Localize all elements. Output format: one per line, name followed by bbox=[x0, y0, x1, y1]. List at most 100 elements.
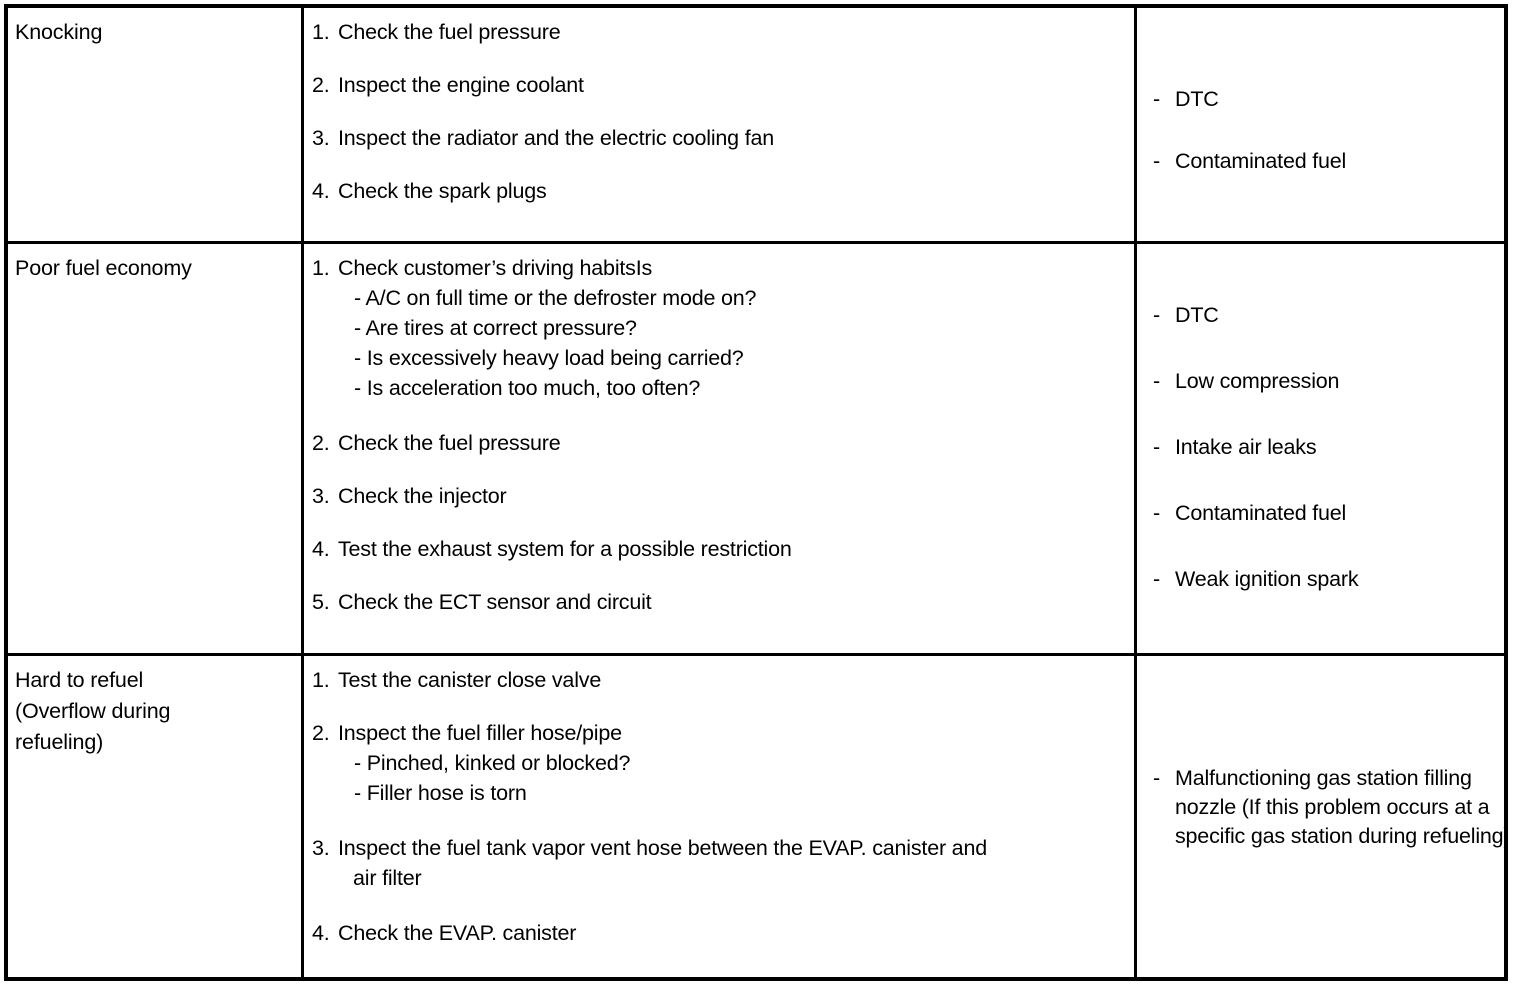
bullet-dash: - bbox=[1153, 303, 1160, 327]
symptom-cell: Poor fuel economy bbox=[8, 244, 304, 653]
actions-cell: 1. Check customer’s driving habitsIs - A… bbox=[304, 244, 1137, 653]
action-step: 4. Check the spark plugs bbox=[312, 176, 1126, 206]
step-text: Check the EVAP. canister bbox=[338, 921, 577, 945]
action-step: 5. Check the ECT sensor and circuit bbox=[312, 587, 1126, 617]
cause-text: Intake air leaks bbox=[1175, 435, 1317, 459]
cause-text: Weak ignition spark bbox=[1175, 567, 1359, 591]
step-text: Test the canister close valve bbox=[338, 668, 602, 692]
action-step: 3. Inspect the radiator and the electric… bbox=[312, 123, 1126, 153]
symptom-label: Hard to refuel (Overflow during refuelin… bbox=[15, 668, 171, 754]
step-number: 2. bbox=[312, 73, 330, 97]
cause-item: - Low compression bbox=[1153, 367, 1358, 396]
step-number: 1. bbox=[312, 668, 330, 692]
troubleshooting-table: Knocking 1. Check the fuel pressure 2. I… bbox=[4, 4, 1508, 981]
action-step: 2. Check the fuel pressure bbox=[312, 428, 1126, 458]
cause-text: Malfunctioning gas station filling nozzl… bbox=[1175, 766, 1504, 848]
symptom-cell: Hard to refuel (Overflow during refuelin… bbox=[8, 656, 304, 977]
action-step: 1. Test the canister close valve bbox=[312, 665, 1126, 695]
step-number: 4. bbox=[312, 537, 330, 561]
substep-list: - A/C on full time or the defroster mode… bbox=[312, 283, 1126, 403]
action-step: 4. Check the EVAP. canister bbox=[312, 918, 1126, 948]
symptom-label: Knocking bbox=[15, 20, 103, 44]
cause-item: - DTC bbox=[1153, 301, 1358, 330]
step-text-continuation: air filter bbox=[353, 866, 422, 890]
substep-item: - Is acceleration too much, too often? bbox=[354, 376, 701, 400]
step-number: 3. bbox=[312, 836, 330, 860]
step-number: 1. bbox=[312, 256, 330, 280]
bullet-dash: - bbox=[1153, 87, 1160, 111]
cause-text: Contaminated fuel bbox=[1175, 501, 1347, 525]
step-text: Inspect the engine coolant bbox=[338, 73, 584, 97]
bullet-dash: - bbox=[1153, 501, 1160, 525]
action-step: 3. Check the injector bbox=[312, 481, 1126, 511]
spacer bbox=[312, 100, 1126, 123]
bullet-dash: - bbox=[1153, 369, 1160, 393]
action-step: 4. Test the exhaust system for a possibl… bbox=[312, 534, 1126, 564]
cause-item: - Weak ignition spark bbox=[1153, 565, 1359, 594]
action-step: 1. Check customer’s driving habitsIs bbox=[312, 253, 1126, 283]
step-number: 4. bbox=[312, 179, 330, 203]
substep-item: - Pinched, kinked or blocked? bbox=[354, 751, 631, 775]
cause-item: - Contaminated fuel bbox=[1153, 147, 1346, 176]
table-row: Poor fuel economy 1. Check customer’s dr… bbox=[8, 244, 1504, 656]
spacer bbox=[312, 511, 1126, 534]
step-text: Check customer’s driving habitsIs bbox=[338, 256, 653, 280]
substep-item: - Is excessively heavy load being carrie… bbox=[354, 346, 744, 370]
step-text: Check the fuel pressure bbox=[338, 431, 561, 455]
action-step: 2. Inspect the engine coolant bbox=[312, 70, 1126, 100]
step-text: Inspect the radiator and the electric co… bbox=[338, 126, 774, 150]
spacer bbox=[312, 458, 1126, 481]
cause-text: DTC bbox=[1175, 87, 1219, 111]
action-step: 2. Inspect the fuel filler hose/pipe bbox=[312, 718, 1126, 748]
spacer bbox=[312, 564, 1126, 587]
spacer bbox=[312, 403, 1126, 428]
step-text: Check the injector bbox=[338, 484, 507, 508]
substep-list: - Pinched, kinked or blocked? - Filler h… bbox=[312, 748, 1126, 808]
step-number: 4. bbox=[312, 921, 330, 945]
cause-item: - DTC bbox=[1153, 85, 1346, 114]
spacer bbox=[312, 47, 1126, 70]
spacer bbox=[312, 153, 1126, 176]
bullet-dash: - bbox=[1153, 435, 1160, 459]
spacer bbox=[312, 893, 1126, 918]
cause-item: - Intake air leaks bbox=[1153, 433, 1358, 462]
bullet-dash: - bbox=[1153, 766, 1160, 790]
step-number: 5. bbox=[312, 590, 330, 614]
cause-item: - Contaminated fuel bbox=[1153, 499, 1358, 528]
substep-item: - Filler hose is torn bbox=[354, 781, 527, 805]
causes-cell: - DTC - Contaminated fuel bbox=[1137, 8, 1504, 241]
substep-item: - Are tires at correct pressure? bbox=[354, 316, 637, 340]
step-text: Check the ECT sensor and circuit bbox=[338, 590, 652, 614]
step-text: Check the spark plugs bbox=[338, 179, 547, 203]
step-text: Inspect the fuel tank vapor vent hose be… bbox=[338, 836, 987, 860]
step-text: Test the exhaust system for a possible r… bbox=[338, 537, 792, 561]
table-row: Knocking 1. Check the fuel pressure 2. I… bbox=[8, 8, 1504, 244]
action-step: 3. Inspect the fuel tank vapor vent hose… bbox=[312, 833, 1126, 893]
causes-cell: - DTC - Low compression - Intake air lea… bbox=[1137, 244, 1504, 653]
cause-text: Contaminated fuel bbox=[1175, 149, 1347, 173]
step-number: 3. bbox=[312, 484, 330, 508]
step-number: 2. bbox=[312, 431, 330, 455]
causes-list-wrap: - Malfunctioning gas station filling noz… bbox=[1145, 656, 1504, 977]
step-number: 2. bbox=[312, 721, 330, 745]
spacer bbox=[312, 808, 1126, 833]
cause-text: Low compression bbox=[1175, 369, 1340, 393]
bullet-dash: - bbox=[1153, 567, 1160, 591]
bullet-dash: - bbox=[1153, 149, 1160, 173]
step-number: 1. bbox=[312, 20, 330, 44]
symptom-label: Poor fuel economy bbox=[15, 256, 192, 280]
spacer bbox=[312, 695, 1126, 718]
step-text: Inspect the fuel filler hose/pipe bbox=[338, 721, 622, 745]
table-row: Hard to refuel (Overflow during refuelin… bbox=[8, 656, 1504, 977]
causes-list-wrap: - DTC - Low compression - Intake air lea… bbox=[1145, 244, 1496, 653]
causes-cell: - Malfunctioning gas station filling noz… bbox=[1137, 656, 1504, 977]
symptom-cell: Knocking bbox=[8, 8, 304, 241]
step-text: Check the fuel pressure bbox=[338, 20, 561, 44]
actions-cell: 1. Test the canister close valve 2. Insp… bbox=[304, 656, 1137, 977]
action-step: 1. Check the fuel pressure bbox=[312, 17, 1126, 47]
causes-list: - DTC - Low compression - Intake air lea… bbox=[1153, 301, 1359, 594]
step-number: 3. bbox=[312, 126, 330, 150]
cause-text: DTC bbox=[1175, 303, 1219, 327]
causes-list-wrap: - DTC - Contaminated fuel bbox=[1145, 8, 1496, 241]
